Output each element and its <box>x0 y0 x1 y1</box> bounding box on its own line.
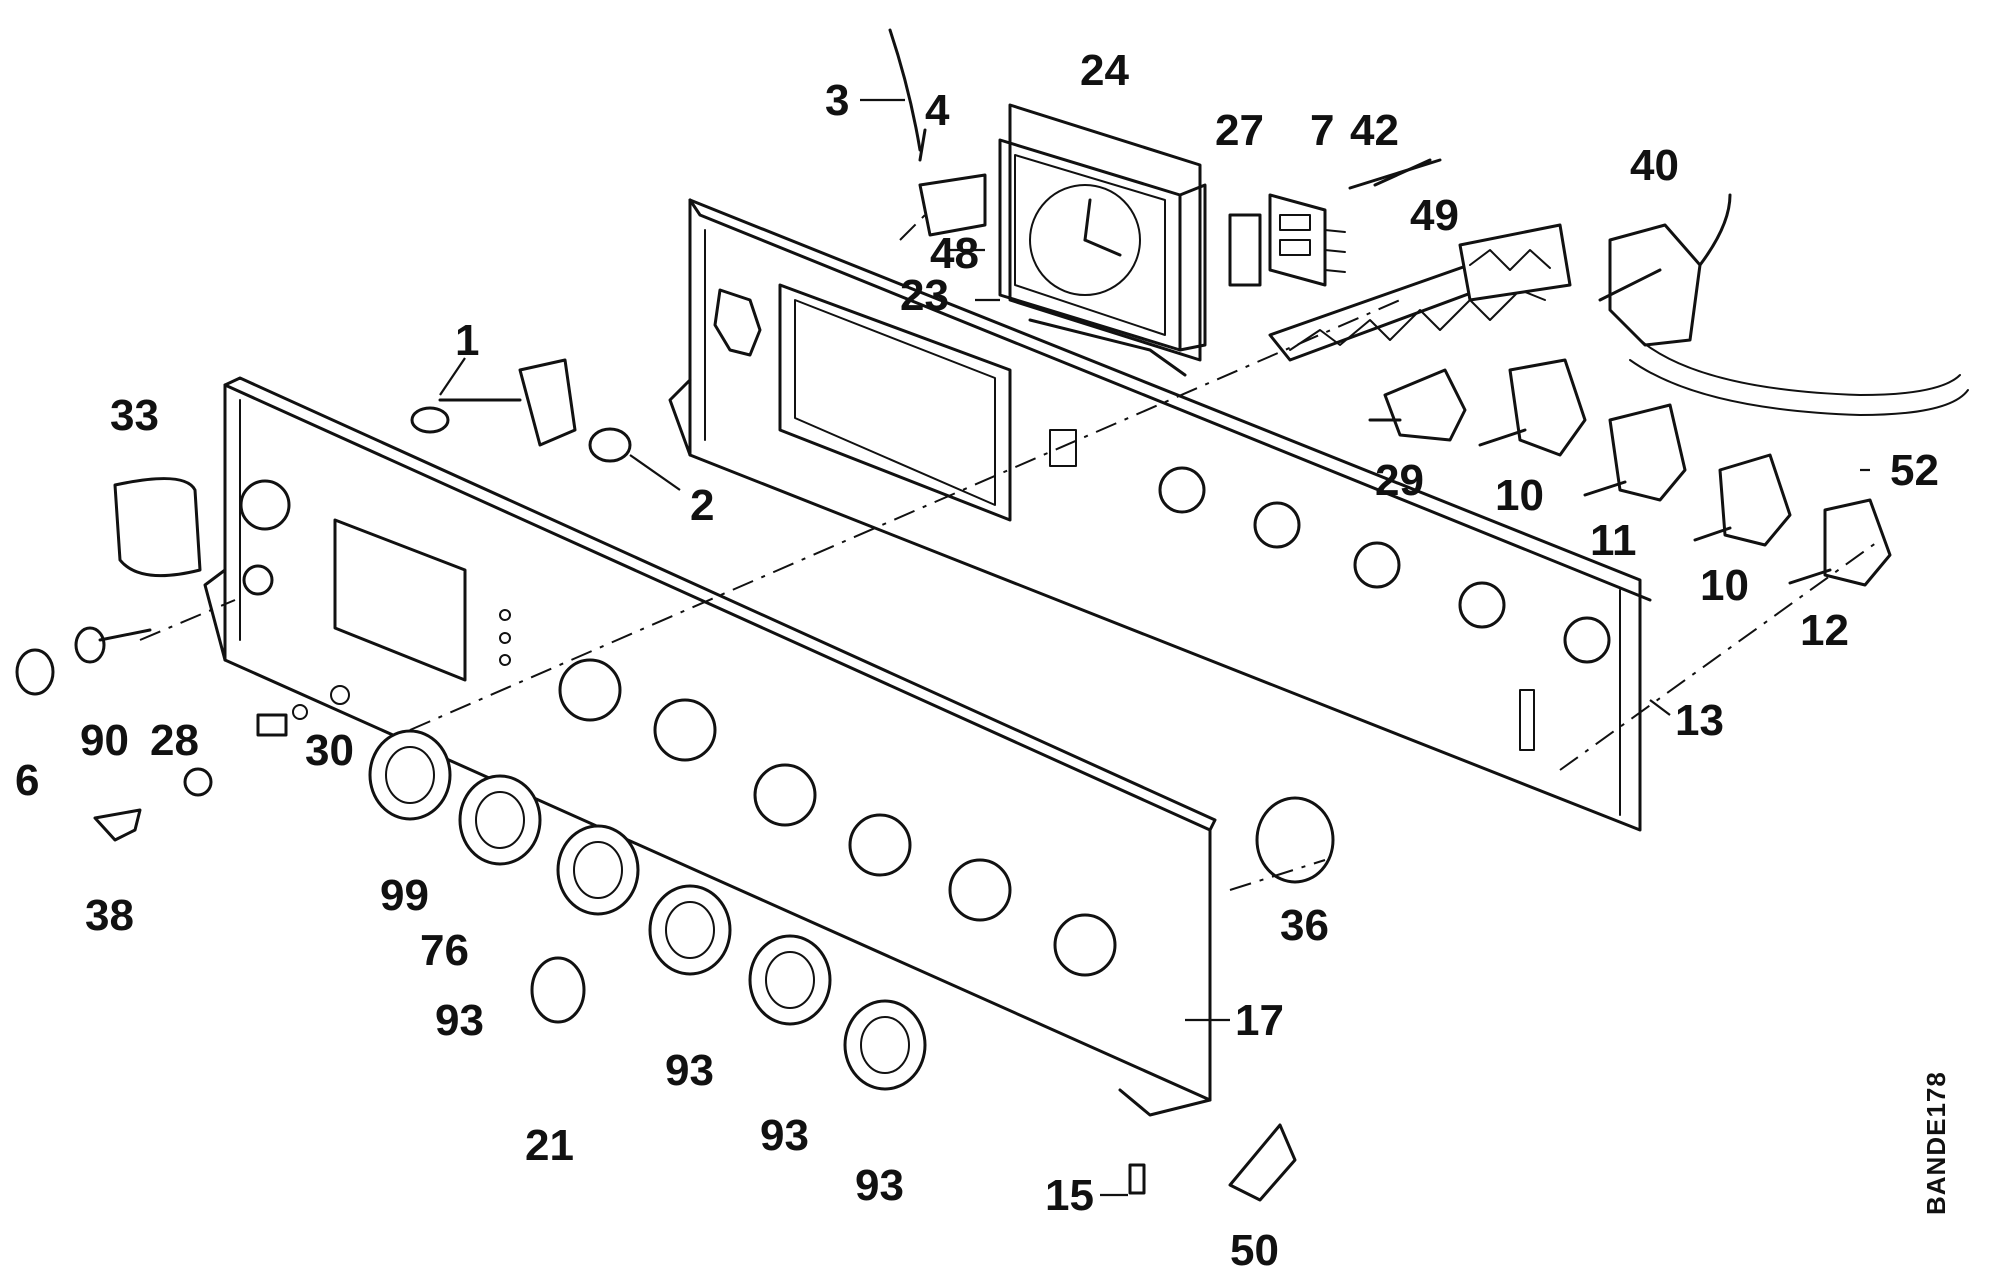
label-4: 4 <box>925 86 950 135</box>
screw-15 <box>1128 1163 1146 1195</box>
clock-timer-assembly <box>998 103 1207 377</box>
part-4 <box>918 128 987 237</box>
label-49: 49 <box>1410 191 1459 240</box>
rear-control-panel <box>668 198 1652 832</box>
label-42: 42 <box>1350 106 1399 155</box>
part-2 <box>588 427 632 463</box>
label-29: 29 <box>1375 456 1424 505</box>
ring-28 <box>183 767 213 797</box>
gas-tap-10-lower <box>1693 453 1792 547</box>
bezel-93-3 <box>748 934 832 1026</box>
label-90: 90 <box>80 716 129 765</box>
lamp-holder-30 <box>256 685 350 737</box>
button-6 <box>15 648 55 696</box>
bezel-93-4 <box>843 999 927 1091</box>
oven-thermostat <box>1598 193 1969 416</box>
label-30: 30 <box>305 726 354 775</box>
label-6: 6 <box>15 756 39 805</box>
label-48: 48 <box>930 229 979 278</box>
label-21: 21 <box>525 1121 574 1170</box>
label-93-1: 93 <box>435 996 484 1045</box>
label-12: 12 <box>1800 606 1849 655</box>
bezel-93-2 <box>648 884 732 976</box>
callout-labels: 1 2 3 4 24 27 7 42 49 40 48 23 33 29 10 … <box>15 46 1951 1275</box>
bezel-93-1 <box>556 824 640 916</box>
gas-manifold <box>1268 223 1572 362</box>
label-10-upper: 10 <box>1495 471 1544 520</box>
spindle-90 <box>74 626 152 664</box>
label-27: 27 <box>1215 106 1264 155</box>
label-24: 24 <box>1080 46 1129 95</box>
probe-42 <box>1348 158 1442 190</box>
gas-tap-11 <box>1583 403 1687 502</box>
label-28: 28 <box>150 716 199 765</box>
label-36: 36 <box>1280 901 1329 950</box>
assembly-lines <box>139 214 1881 891</box>
label-13: 13 <box>1675 696 1724 745</box>
label-7: 7 <box>1310 106 1334 155</box>
bezel-76 <box>458 774 542 866</box>
label-50: 50 <box>1230 1226 1279 1275</box>
label-52: 52 <box>1890 446 1939 495</box>
bezel-36 <box>1255 796 1335 884</box>
label-17: 17 <box>1235 996 1284 1045</box>
label-23: 23 <box>900 271 949 320</box>
label-76: 76 <box>420 926 469 975</box>
switch-1 <box>410 358 577 447</box>
gas-tap-29 <box>1368 368 1467 442</box>
label-93-4: 93 <box>855 1161 904 1210</box>
selector-switch-block <box>1228 158 1432 287</box>
gas-tap-12 <box>1788 498 1892 587</box>
label-99: 99 <box>380 871 429 920</box>
label-1: 1 <box>455 316 479 365</box>
label-3: 3 <box>825 76 849 125</box>
label-11: 11 <box>1590 516 1637 565</box>
clip-50 <box>1228 1123 1297 1202</box>
label-33: 33 <box>110 391 159 440</box>
cable-3 <box>888 28 922 152</box>
front-control-fascia <box>203 376 1217 1117</box>
label-93-2: 93 <box>665 1046 714 1095</box>
label-15: 15 <box>1045 1171 1094 1220</box>
clip-38 <box>93 808 142 842</box>
diagram-code: BANDE178 <box>1921 1071 1951 1215</box>
gas-tap-10-upper <box>1478 358 1587 457</box>
knob-33 <box>113 477 202 578</box>
bezel-99 <box>368 729 452 821</box>
label-10-lower: 10 <box>1700 561 1749 610</box>
label-40: 40 <box>1630 141 1679 190</box>
label-93-3: 93 <box>760 1111 809 1160</box>
label-2: 2 <box>690 481 714 530</box>
knob-21 <box>530 956 586 1024</box>
leader-lines <box>439 98 1870 1197</box>
label-38: 38 <box>85 891 134 940</box>
